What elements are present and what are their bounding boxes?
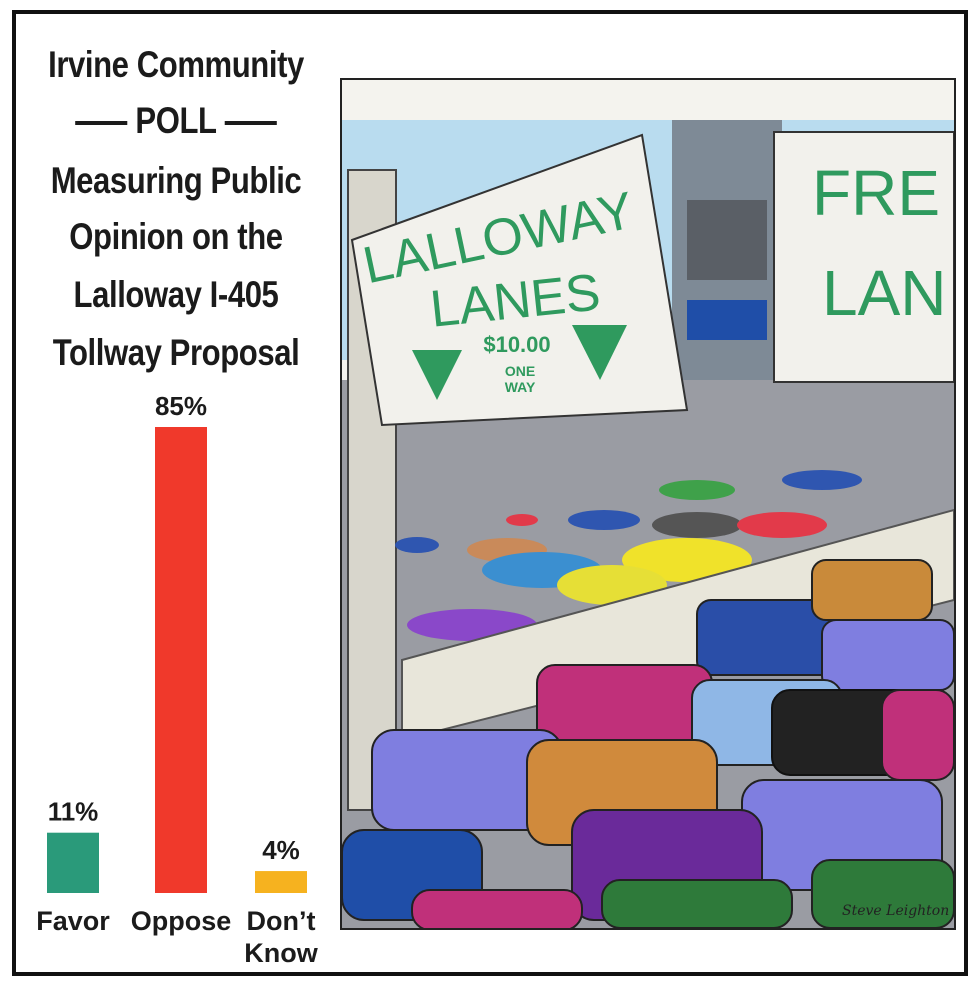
car bbox=[568, 510, 640, 530]
poll-title-line-4: Opinion on the bbox=[69, 216, 283, 257]
value-label-2: 4% bbox=[262, 835, 300, 865]
car bbox=[811, 559, 933, 621]
value-label-0: 11% bbox=[48, 797, 99, 827]
title-rule-right bbox=[224, 121, 278, 126]
artist-signature: Steve Leighton bbox=[842, 903, 949, 919]
car bbox=[395, 537, 439, 553]
poll-title-line-2: POLL bbox=[45, 92, 307, 150]
poll-title-line-1: Irvine Community bbox=[48, 44, 304, 85]
sign-right-line-1: FRE bbox=[812, 157, 940, 229]
car bbox=[652, 512, 742, 538]
car bbox=[782, 470, 862, 490]
overpass-band bbox=[687, 300, 767, 340]
sign-price-note-1: ONE bbox=[505, 363, 535, 379]
car bbox=[622, 538, 752, 582]
sign-price-note-2: WAY bbox=[505, 379, 536, 395]
category-label-2-line-1: Know bbox=[244, 938, 318, 968]
toll-lane-cartoon: LALLOWAY LANES $10.00 ONE WAY FRE LAN bbox=[342, 120, 954, 928]
value-label-1: 85% bbox=[155, 391, 207, 421]
sign-right-line-2: LAN bbox=[822, 257, 947, 329]
bar-2 bbox=[255, 871, 307, 893]
category-label-2-line-0: Don’t bbox=[247, 906, 316, 936]
car bbox=[659, 480, 735, 500]
sign-price: $10.00 bbox=[483, 332, 550, 357]
car bbox=[601, 879, 793, 928]
poll-label: POLL bbox=[135, 100, 217, 141]
free-lanes-sign bbox=[773, 131, 954, 383]
bar-1 bbox=[155, 427, 207, 893]
title-rule-left bbox=[74, 121, 127, 126]
overpass-shadow bbox=[687, 200, 767, 280]
car bbox=[821, 619, 954, 691]
car bbox=[737, 512, 827, 538]
poll-title-line-5: Lalloway I-405 bbox=[73, 274, 279, 315]
bar-0 bbox=[47, 832, 99, 893]
arrow-down-icon bbox=[412, 350, 462, 400]
car bbox=[411, 889, 583, 928]
car bbox=[506, 514, 538, 526]
traffic-illustration: LALLOWAY LANES $10.00 ONE WAY FRE LAN bbox=[340, 78, 956, 930]
arrow-down-icon bbox=[572, 325, 627, 380]
poll-title-line-6: Tollway Proposal bbox=[52, 332, 300, 373]
car bbox=[881, 689, 954, 781]
car bbox=[811, 859, 954, 928]
poll-title-line-3: Measuring Public bbox=[50, 160, 302, 201]
category-label-0: Favor bbox=[36, 906, 110, 936]
category-label-1: Oppose bbox=[131, 906, 232, 936]
